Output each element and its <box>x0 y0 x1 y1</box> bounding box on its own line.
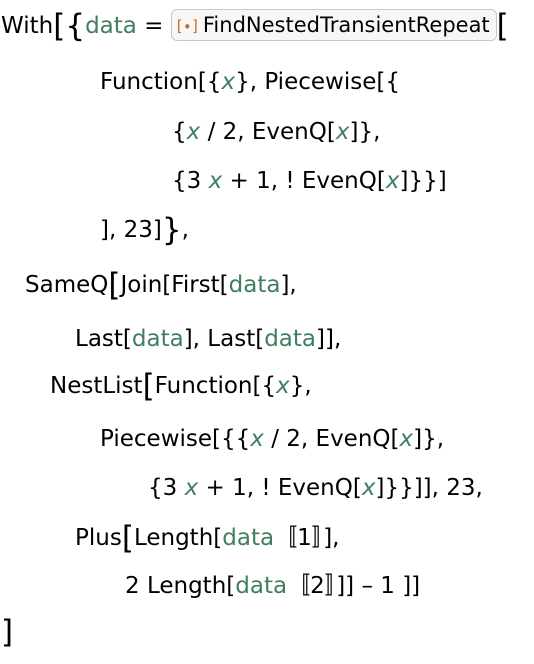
code-line-10: {3 x + 1, ! EvenQ[x]}}]], 23, <box>148 468 483 508</box>
assign-operator: = <box>136 13 171 39</box>
nestlist-function: NestList <box>50 373 143 399</box>
code-text: / 2, EvenQ[ <box>200 119 336 145</box>
sameq-function: SameQ <box>25 272 109 298</box>
code-text: ]], <box>316 326 342 352</box>
code-text: }, <box>289 373 312 399</box>
resource-function-button[interactable]: [∙]FindNestedTransientRepeat <box>170 9 497 41</box>
code-text: 〚2〛]] – 1 ]] <box>287 573 421 599</box>
code-line-12: 2 Length[data〚2〛]] – 1 ]] <box>125 566 420 606</box>
code-text: { <box>172 119 187 145</box>
x-variable: x <box>399 426 414 452</box>
code-line-11: Plus[Length[data〚1〛], <box>75 518 339 558</box>
code-text: 〚1〛], <box>274 525 340 551</box>
code-text: ], 23] <box>100 217 162 243</box>
data-variable: data <box>85 13 137 39</box>
code-line-7: Last[data], Last[data]], <box>75 319 341 359</box>
data-variable: data <box>131 326 184 352</box>
x-variable: x <box>361 475 376 501</box>
code-text: {3 <box>172 168 209 194</box>
code-line-4: {3 x + 1, ! EvenQ[x]}}] <box>172 161 447 201</box>
code-text: {3 <box>148 475 185 501</box>
code-text: }, Piecewise[{ <box>235 69 400 95</box>
code-line-5: ], 23]}, <box>100 210 189 250</box>
code-text: , <box>181 217 189 243</box>
open-bracket: [ <box>496 8 509 44</box>
code-text: ], Last[ <box>183 326 265 352</box>
close-bracket: ] <box>1 614 14 650</box>
data-variable: data <box>222 525 275 551</box>
data-variable: data <box>264 326 316 352</box>
code-line-6: SameQ[Join[First[data], <box>25 265 297 305</box>
code-text: + 1, ! EvenQ[ <box>198 475 362 501</box>
code-text: ]}}]], 23, <box>375 475 483 501</box>
code-line-8: NestList[Function[{x}, <box>50 366 312 406</box>
open-bracket: [ <box>142 368 155 404</box>
code-text: Length[ <box>133 525 223 551</box>
code-text: Function[{ <box>100 69 222 95</box>
x-variable: x <box>335 119 350 145</box>
code-text: ]}, <box>413 426 445 452</box>
x-variable: x <box>221 69 236 95</box>
x-variable: x <box>385 168 400 194</box>
resource-function-label: FindNestedTransientRepeat <box>202 13 490 37</box>
x-variable: x <box>208 168 223 194</box>
code-line-2: Function[{x}, Piecewise[{ <box>100 62 400 102</box>
code-text: ]}}] <box>399 168 447 194</box>
open-bracket: [ <box>108 267 121 303</box>
code-line-9: Piecewise[{{x / 2, EvenQ[x]}, <box>100 419 444 459</box>
with-keyword: With <box>1 13 54 39</box>
code-text: Last[ <box>75 326 132 352</box>
code-line-13: ] <box>1 612 13 652</box>
code-text: Function[{ <box>154 373 277 399</box>
code-text: ]}, <box>349 119 381 145</box>
x-variable: x <box>186 119 201 145</box>
x-variable: x <box>184 475 199 501</box>
x-variable: x <box>250 426 264 452</box>
code-text: Piecewise[{{ <box>100 426 251 452</box>
code-text: 2 Length[ <box>125 573 236 599</box>
x-variable: x <box>276 373 290 399</box>
code-text: / 2, EvenQ[ <box>263 426 400 452</box>
resource-function-icon: [∙] <box>176 17 198 35</box>
close-brace: } <box>161 212 182 248</box>
plus-function: Plus <box>75 525 122 551</box>
open-bracket: [ <box>121 520 134 556</box>
code-line-3: {x / 2, EvenQ[x]}, <box>172 112 380 152</box>
code-text: + 1, ! EvenQ[ <box>222 168 386 194</box>
code-text: Join[First[ <box>120 272 229 298</box>
code-text: ], <box>280 272 297 298</box>
code-line-1: With[{data = [∙]FindNestedTransientRepea… <box>1 6 509 46</box>
data-variable: data <box>228 272 281 298</box>
data-variable: data <box>235 573 288 599</box>
open-bracket-brace: [{ <box>53 8 86 44</box>
